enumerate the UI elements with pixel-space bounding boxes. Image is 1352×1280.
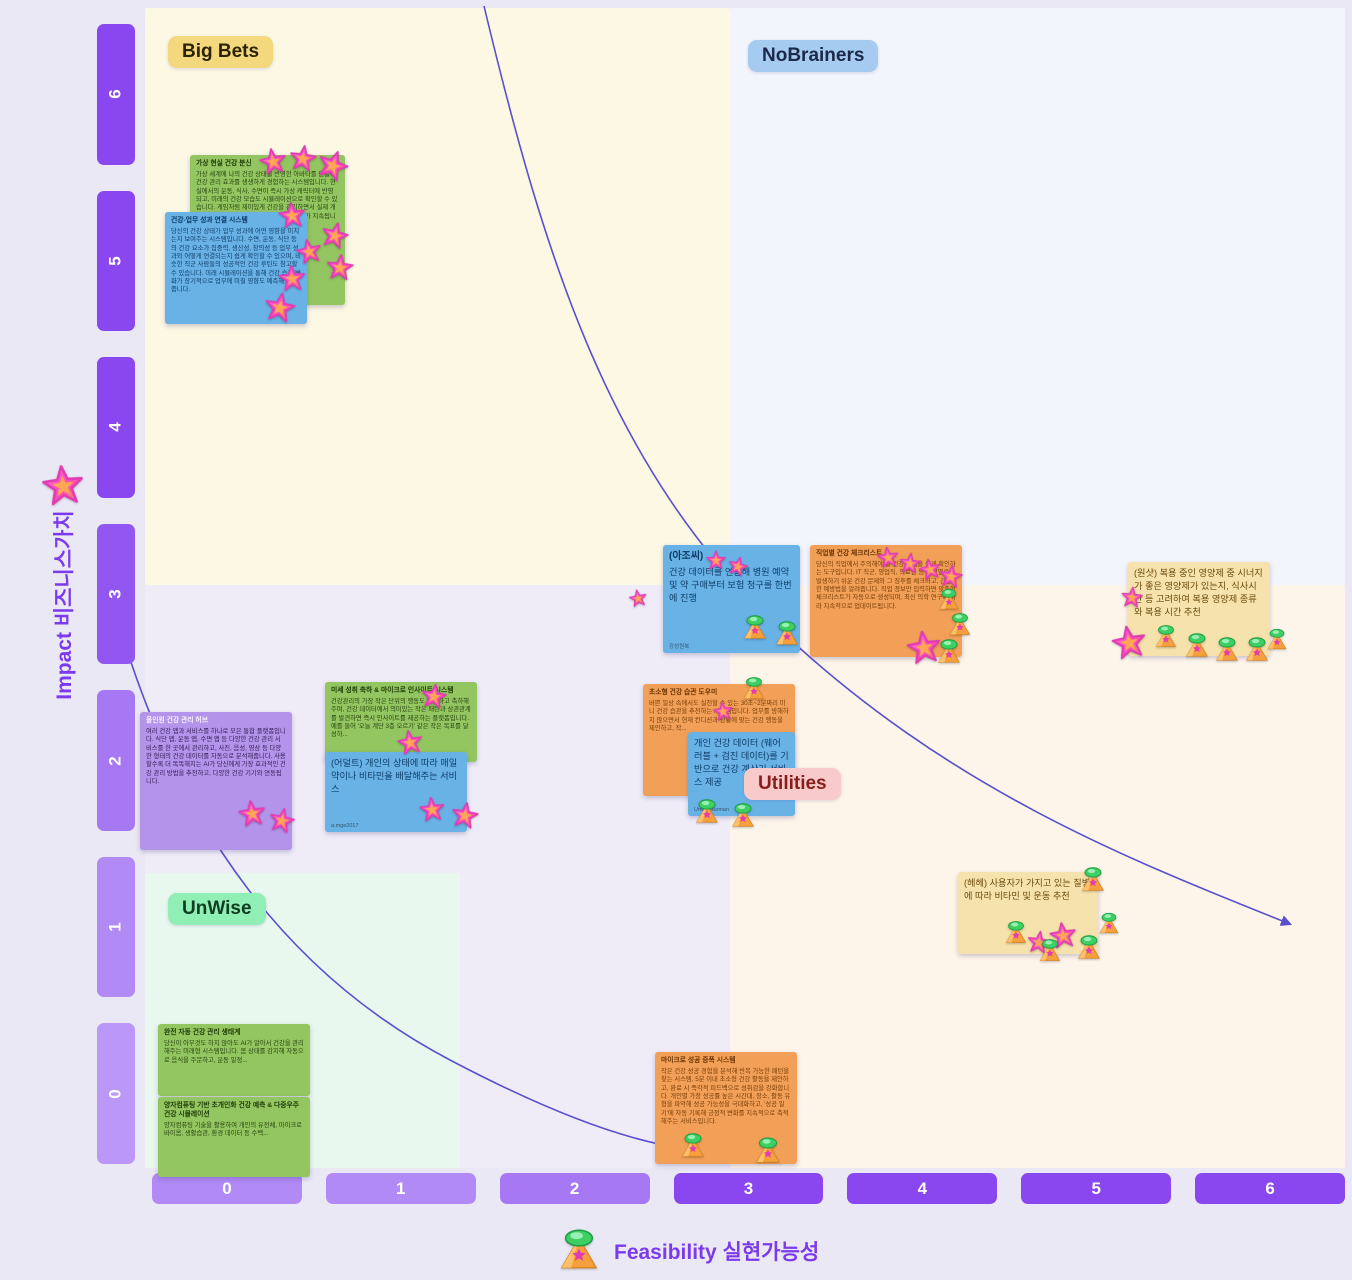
ufo-sticker[interactable] [740,674,768,702]
note-body: (어덜트) 개인의 상태에 따라 매일 약이나 비타민을 배달해주는 서비스 [331,758,458,794]
y-tick-label: 6 [106,89,125,100]
x-axis-tick: 5 [1021,1173,1172,1204]
y-tick-label: 2 [106,755,125,766]
y-axis-tick: 0 [97,1023,135,1165]
y-axis-tick: 6 [97,24,135,165]
ufo-sticker[interactable] [1096,910,1122,936]
note-title: 양자컴퓨팅 기반 초개인화 건강 예측 & 다중우주 건강 시뮬레이션 [164,1102,300,1118]
star-sticker[interactable] [626,586,649,609]
quadrant-label-big-bets[interactable]: Big Bets [168,36,274,68]
note-title: 초소형 건강 습관 도우미 [649,689,718,696]
star-sticker[interactable] [705,549,727,571]
y-tick-label: 4 [106,422,125,433]
sticky-note-quantum-simulation[interactable]: 양자컴퓨팅 기반 초개인화 건강 예측 & 다중우주 건강 시뮬레이션 양자컴퓨… [158,1097,310,1177]
ufo-sticker[interactable] [1036,936,1064,964]
ufo-sticker[interactable] [554,1224,604,1274]
sticky-note-full-auto-ecosystem[interactable]: 완전 자동 건강 관리 생태계 당신이 아무것도 하지 않아도 AI가 알아서 … [158,1024,310,1096]
ufo-sticker[interactable] [1182,630,1212,660]
note-body: (원샷) 복용 중인 영양제 중 시너지가 좋은 영양제가 있는지, 식사시간 … [1134,568,1263,617]
x-axis-tick: 3 [673,1173,824,1204]
ufo-sticker[interactable] [936,586,962,612]
star-sticker[interactable] [276,199,309,232]
x-axis-tick: 0 [152,1173,302,1204]
ufo-sticker[interactable] [1264,626,1290,652]
star-sticker[interactable] [38,460,89,511]
star-sticker[interactable] [1107,620,1151,664]
star-sticker[interactable] [1119,584,1145,610]
quadrant-label-utilities[interactable]: Utilities [744,768,841,800]
star-sticker[interactable] [256,144,291,179]
note-title: 미세 성취 축하 & 마이크로 인사이트 시스템 [331,687,454,694]
star-sticker[interactable] [417,794,448,825]
ufo-sticker[interactable] [740,612,770,642]
note-title: 올인원 건강 관리 허브 [146,717,208,724]
ufo-sticker[interactable] [772,618,802,648]
quadrant-label-unwise[interactable]: UnWise [168,893,266,925]
x-axis: 0 1 2 3 4 5 6 [152,1173,1346,1204]
star-sticker[interactable] [711,699,736,724]
y-axis: 6 5 4 3 2 1 0 [97,24,135,1165]
note-author: 강성원복 [669,644,690,650]
star-sticker[interactable] [235,796,269,830]
x-axis-tick: 4 [847,1173,998,1204]
ufo-sticker[interactable] [678,1130,708,1160]
ufo-sticker[interactable] [692,796,722,826]
ufo-sticker[interactable] [1078,864,1108,894]
star-sticker[interactable] [394,726,426,758]
x-axis-tick: 1 [325,1173,476,1204]
star-sticker[interactable] [324,251,357,284]
note-body: 당신이 아무것도 하지 않아도 AI가 알아서 건강을 관리해주는 미래형 시스… [164,1039,304,1064]
note-title: 완전 자동 건강 관리 생태계 [164,1029,241,1036]
y-tick-label: 0 [106,1089,125,1099]
sticky-note-health-work-performance[interactable]: 건강-업무 성과 연결 시스템 당신의 건강 상태가 업무 성과에 어떤 영향을… [165,212,307,324]
star-sticker[interactable] [418,680,450,712]
y-axis-title: Impact 비즈니스가치 [53,510,76,700]
note-body: (헤헤) 사용자가 가지고 있는 질병에 따라 비타민 및 운동 추천 [964,878,1091,901]
ufo-sticker[interactable] [946,610,974,638]
note-body: 여러 건강 앱과 서비스를 하나로 모은 통합 플랫폼입니다. 식단 앱, 운동… [146,727,286,785]
y-axis-tick: 5 [97,190,135,332]
note-title: 건강-업무 성과 연결 시스템 [171,217,248,224]
y-tick-label: 1 [106,922,125,932]
note-body: 양자컴퓨팅 기술을 활용하여 개인의 유전체, 마이크로바이옴, 생활습관, 환… [164,1121,302,1138]
y-axis-tick: 1 [97,856,135,998]
star-sticker[interactable] [260,287,299,326]
y-tick-label: 3 [106,589,125,599]
y-tick-label: 5 [106,256,125,266]
y-axis-tick: 4 [97,357,135,498]
ufo-sticker[interactable] [1002,918,1030,946]
quadrant-label-nobrainers[interactable]: NoBrainers [748,40,879,72]
ufo-sticker[interactable] [1212,634,1242,664]
y-axis-tick: 3 [97,523,135,665]
note-body: 작은 건강 성공 경험을 분석해 반복 가능한 패턴을 찾는 시스템. 5분 이… [661,1067,791,1125]
ufo-sticker[interactable] [1152,622,1180,650]
star-sticker[interactable] [265,803,298,836]
x-axis-title: Feasibility 실현가능성 [614,1241,820,1264]
quadrant-nobrainers-area [730,8,1345,585]
note-title: 가상 현실 건강 분신 [196,160,252,167]
note-body: 당신의 건강 상태가 업무 성과에 어떤 영향을 미치는지 보여주는 시스템입니… [171,227,301,294]
ufo-sticker[interactable] [934,636,964,666]
x-axis-tick: 6 [1195,1173,1346,1204]
star-sticker[interactable] [448,798,483,833]
ufo-sticker[interactable] [1074,932,1104,962]
y-axis-tick: 2 [97,690,135,831]
x-axis-tick: 2 [499,1173,650,1204]
ufo-sticker[interactable] [752,1134,784,1166]
ufo-sticker[interactable] [728,800,758,830]
note-title: 마이크로 성공 증폭 시스템 [661,1057,736,1064]
note-author: a.mge2017 [331,823,359,829]
